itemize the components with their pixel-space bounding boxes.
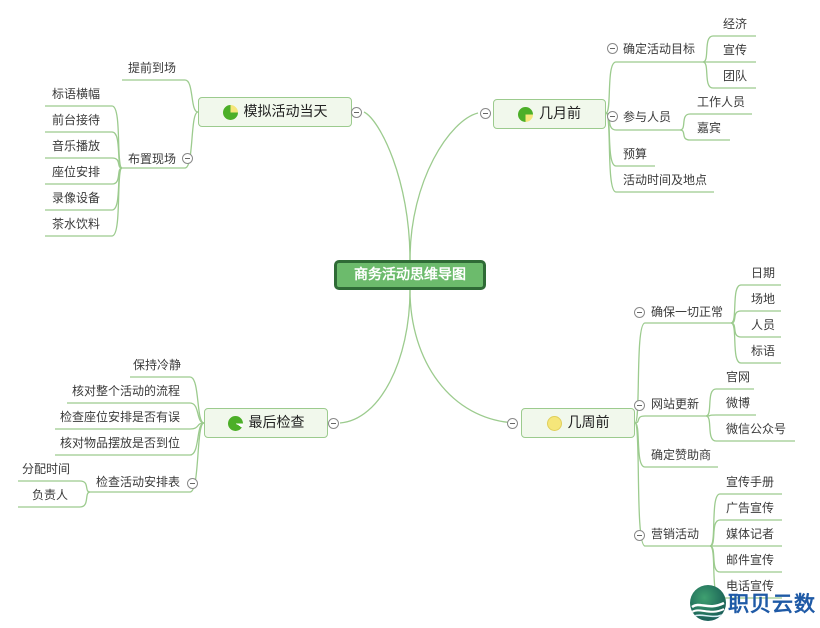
collapse-icon[interactable] (634, 307, 645, 318)
topic[interactable]: 负责人 (32, 488, 69, 502)
branch-label: 模拟活动当天 (243, 104, 328, 120)
branch-moni[interactable]: 模拟活动当天 (198, 97, 352, 127)
topic[interactable]: 工作人员 (697, 95, 746, 109)
topic[interactable]: 座位安排 (52, 165, 101, 179)
collapse-icon[interactable] (634, 400, 645, 411)
topic[interactable]: 邮件宣传 (726, 553, 775, 567)
topic[interactable]: 提前到场 (128, 61, 177, 75)
topic[interactable]: 经济 (723, 17, 748, 31)
topic[interactable]: 检查活动安排表 (96, 475, 181, 489)
branch-jiyue[interactable]: 几月前 (493, 99, 606, 129)
topic[interactable]: 参与人员 (623, 110, 672, 124)
topic[interactable]: 标语 (751, 344, 776, 358)
topic[interactable]: 网站更新 (651, 397, 700, 411)
collapse-icon[interactable] (187, 478, 198, 489)
topic[interactable]: 活动时间及地点 (623, 173, 708, 187)
topic[interactable]: 嘉宾 (697, 121, 722, 135)
topic[interactable]: 茶水饮料 (52, 217, 101, 231)
topic[interactable]: 日期 (751, 266, 776, 280)
topic[interactable]: 宣传手册 (726, 475, 775, 489)
collapse-icon[interactable] (634, 530, 645, 541)
topic[interactable]: 录像设备 (52, 191, 101, 205)
branch-label: 最后检查 (248, 415, 305, 431)
branch-zuihou[interactable]: 最后检查 (204, 408, 328, 438)
watermark-text: 职贝云数 (728, 592, 816, 616)
branch-label: 几周前 (567, 415, 610, 431)
topic[interactable]: 媒体记者 (726, 527, 775, 541)
topic[interactable]: 布置现场 (128, 152, 177, 166)
topic[interactable]: 保持冷静 (133, 358, 182, 372)
pie-75-icon (518, 106, 533, 122)
topic[interactable]: 标语横幅 (52, 87, 101, 101)
collapse-icon[interactable] (351, 107, 362, 118)
topic[interactable]: 前台接待 (52, 113, 101, 127)
central-topic[interactable]: 商务活动思维导图 (334, 260, 486, 290)
topic[interactable]: 宣传 (723, 43, 748, 57)
pie-0-icon (546, 415, 562, 431)
topic[interactable]: 微信公众号 (726, 422, 787, 436)
branch-jizhou[interactable]: 几周前 (521, 408, 635, 438)
topic[interactable]: 场地 (751, 292, 776, 306)
collapse-icon[interactable] (607, 43, 618, 54)
globe-wave-icon (690, 585, 726, 621)
topic[interactable]: 确定赞助商 (651, 448, 712, 462)
topic[interactable]: 人员 (751, 318, 776, 332)
pie-75-icon (222, 104, 238, 120)
branch-label: 几月前 (539, 106, 581, 122)
topic[interactable]: 预算 (623, 147, 648, 161)
topic[interactable]: 检查座位安排是否有误 (60, 410, 181, 424)
watermark-logo: 职贝云数 (690, 585, 816, 621)
topic[interactable]: 音乐播放 (52, 139, 101, 153)
topic[interactable]: 核对整个活动的流程 (72, 384, 181, 398)
topic[interactable]: 电话宣传 (726, 579, 775, 593)
topic[interactable]: 核对物品摆放是否到位 (60, 436, 181, 450)
topic[interactable]: 分配时间 (22, 462, 71, 476)
topic[interactable]: 官网 (726, 370, 751, 384)
topic[interactable]: 微博 (726, 396, 751, 410)
collapse-icon[interactable] (182, 153, 193, 164)
topic[interactable]: 团队 (723, 69, 748, 83)
pie-87-icon (227, 415, 243, 431)
collapse-icon[interactable] (607, 111, 618, 122)
collapse-icon[interactable] (480, 108, 491, 119)
topic[interactable]: 广告宣传 (726, 501, 775, 515)
topic[interactable]: 确保一切正常 (651, 305, 724, 319)
topic[interactable]: 确定活动目标 (623, 42, 696, 56)
collapse-icon[interactable] (507, 418, 518, 429)
topic[interactable]: 营销活动 (651, 527, 700, 541)
collapse-icon[interactable] (328, 418, 339, 429)
